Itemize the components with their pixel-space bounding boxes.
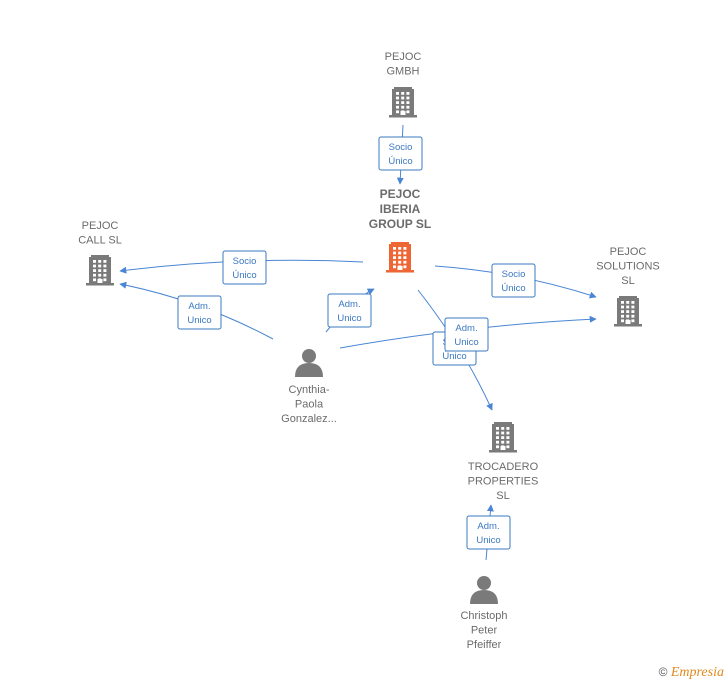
node-cynthia[interactable]: Cynthia- PaolaGonzalez... bbox=[281, 349, 337, 425]
edge-label-cynthia-to-solutions[interactable]: Adm. Unico bbox=[444, 317, 489, 352]
node-label-line: CALL SL bbox=[78, 235, 122, 247]
node-label-line: Gonzalez... bbox=[281, 413, 337, 425]
edge-label-line: Unico bbox=[476, 535, 500, 546]
edge-label-box bbox=[491, 263, 536, 298]
node-label-line: PROPERTIES bbox=[468, 476, 539, 488]
node-label-line: Pfeiffer bbox=[467, 639, 502, 651]
edge-label-line: Unico bbox=[454, 337, 478, 348]
node-call[interactable]: PEJOC CALL SL bbox=[78, 220, 122, 286]
node-label-line: PEJOC bbox=[82, 220, 119, 232]
node-label-line: Paola bbox=[295, 399, 324, 411]
edges-layer bbox=[119, 124, 597, 561]
node-label-line: GROUP SL bbox=[369, 217, 431, 231]
node-label-line: PEJOC bbox=[385, 51, 422, 63]
edge-label-box bbox=[177, 295, 222, 330]
node-gmbh[interactable]: PEJOC GMBH bbox=[385, 51, 422, 118]
node-label-line: SL bbox=[621, 275, 634, 287]
edge-label-christoph-to-trocadero[interactable]: Adm. Unico bbox=[466, 515, 511, 550]
footer-brand[interactable]: © Empresia bbox=[659, 665, 724, 681]
edge-labels-layer: SocioÚnicoSocioÚnicoSocioÚnicoSocioÚnico… bbox=[177, 136, 536, 550]
edge-label-line: Socio bbox=[389, 142, 413, 153]
node-label-line: Peter bbox=[471, 625, 498, 637]
building-icon bbox=[489, 422, 517, 453]
building-icon bbox=[86, 255, 114, 286]
edge-label-line: Adm. bbox=[477, 521, 499, 532]
edge-label-cynthia-to-call[interactable]: Adm. Unico bbox=[177, 295, 222, 330]
building-icon bbox=[614, 296, 642, 327]
edge-label-box bbox=[466, 515, 511, 550]
node-label-line: SL bbox=[496, 490, 509, 502]
edge-label-line: Socio bbox=[502, 269, 526, 280]
edge-label-line: Adm. bbox=[455, 323, 477, 334]
node-label-line: IBERIA bbox=[380, 202, 421, 216]
person-icon bbox=[295, 349, 323, 377]
node-label-line: TROCADERO bbox=[468, 461, 539, 473]
edge-label-box bbox=[378, 136, 423, 171]
node-label-line: PEJOC bbox=[610, 246, 647, 258]
person-icon bbox=[470, 576, 498, 604]
edge-label-line: Unico bbox=[337, 313, 361, 324]
edge-label-box bbox=[327, 293, 372, 328]
node-label-line: SOLUTIONS bbox=[596, 261, 660, 273]
node-label-line: PEJOC bbox=[380, 187, 421, 201]
building-icon bbox=[386, 242, 414, 273]
node-label-line: GMBH bbox=[387, 66, 420, 78]
edge-label-line: Único bbox=[388, 156, 412, 167]
node-label-line: Cynthia- bbox=[289, 384, 330, 396]
edge-label-line: Adm. bbox=[188, 301, 210, 312]
building-icon bbox=[389, 87, 417, 118]
edge-label-line: Único bbox=[442, 351, 466, 362]
edge-label-cynthia-to-iberia[interactable]: Adm. Unico bbox=[327, 293, 372, 328]
edge-label-line: Adm. bbox=[338, 299, 360, 310]
node-trocadero[interactable]: TROCADERO PROPERTIES SL bbox=[468, 422, 539, 502]
node-solutions[interactable]: PEJOC SOLUTIONS SL bbox=[596, 246, 660, 327]
node-label-line: Christoph bbox=[460, 610, 507, 622]
edge-label-line: Unico bbox=[187, 315, 211, 326]
edge-label-line: Único bbox=[232, 270, 256, 281]
copyright-icon: © bbox=[658, 665, 668, 679]
edge-label-line: Único bbox=[501, 283, 525, 294]
brand-name: Empresia bbox=[670, 665, 724, 680]
edge-label-box bbox=[222, 250, 267, 285]
edge-label-box bbox=[444, 317, 489, 352]
edge-label-line: Socio bbox=[233, 256, 257, 267]
